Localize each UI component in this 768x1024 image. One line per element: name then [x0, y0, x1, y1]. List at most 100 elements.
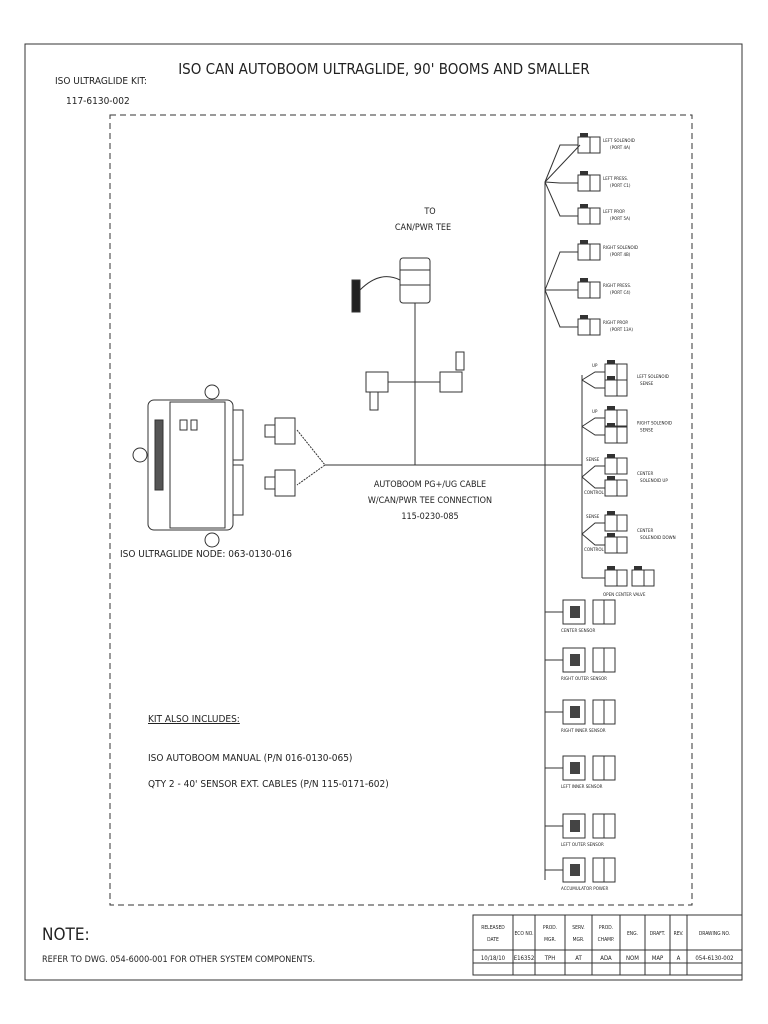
- valve-connector: [577, 204, 601, 225]
- sense-label: CENTER: [637, 528, 653, 534]
- title-block-header: PROD.: [543, 925, 557, 931]
- title-block-header: MGR.: [573, 937, 585, 943]
- title-block-header: ECO NO.: [514, 931, 533, 937]
- sensor-connector: [562, 857, 616, 883]
- sense-connector: [604, 454, 628, 475]
- sensor-label: RIGHT OUTER SENSOR: [561, 676, 607, 682]
- tee-label-2: CAN/PWR TEE: [395, 223, 451, 233]
- title-block-header: DRAWING NO.: [699, 931, 730, 937]
- wire: [544, 181, 578, 184]
- title-block-value: 054-6130-002: [695, 955, 733, 962]
- sense-label: SENSE: [640, 428, 654, 434]
- sensor-connector: [562, 813, 616, 839]
- kit-include-item: QTY 2 - 40' SENSOR EXT. CABLES (P/N 115-…: [148, 779, 389, 790]
- sense-tag: UP: [592, 409, 598, 415]
- title-block-header: DRAFT.: [650, 931, 666, 937]
- title-block-header: CHAMP.: [598, 937, 615, 943]
- valve-connector: [577, 133, 601, 154]
- sensor-label: ACCUMULATOR POWER: [561, 886, 608, 892]
- title-block-header: ENG.: [627, 931, 638, 937]
- control-tag: CONTROL: [584, 490, 605, 496]
- wire: [544, 251, 578, 291]
- ultraglide-node: [132, 384, 244, 548]
- valve-port: (PORT C1): [610, 183, 631, 189]
- wire: [544, 289, 578, 328]
- title-block-header: MGR.: [544, 937, 556, 943]
- title-block-header: SERV.: [572, 925, 585, 931]
- sense-connector: [604, 423, 628, 444]
- valve-label: RIGHT PRESS.: [603, 283, 631, 289]
- wire: [544, 181, 578, 217]
- kit-boundary: [109, 114, 693, 906]
- title-block-value: E16352: [514, 955, 535, 962]
- valve-connector: [577, 171, 601, 192]
- sense-label: SOLENOID DOWN: [640, 535, 676, 541]
- cable-label-3: 115-0230-085: [401, 512, 458, 522]
- title-block-header: RELEASED: [481, 925, 505, 931]
- inline-connector-pair: [365, 351, 465, 411]
- title-block-value: TPH: [544, 955, 556, 962]
- valve-port: (PORT 4B): [610, 252, 631, 258]
- sense-label: SOLENOID UP: [640, 478, 668, 484]
- control-tag: CONTROL: [584, 547, 605, 553]
- valve-port: (PORT 13A): [610, 327, 633, 333]
- wire: [581, 371, 605, 389]
- title-block-frame: [472, 914, 743, 976]
- sensor-connector: [562, 647, 616, 673]
- open-center-label: OPEN CENTER VALVE: [603, 592, 646, 598]
- sense-tag: SENSE: [586, 514, 600, 520]
- valve-label: LEFT SOLENOID: [603, 138, 635, 144]
- kit-label: ISO ULTRAGLIDE KIT:: [55, 76, 147, 87]
- wire: [581, 465, 605, 489]
- kit-includes-heading: KIT ALSO INCLUDES:: [148, 714, 240, 725]
- sense-connector: [604, 476, 628, 497]
- sheet-border: [24, 43, 743, 981]
- sense-label: SENSE: [640, 381, 654, 387]
- cable-label-2: W/CAN/PWR TEE CONNECTION: [368, 496, 492, 506]
- sensor-label: RIGHT INNER SENSOR: [561, 728, 606, 734]
- title-block-value: NOM: [626, 955, 639, 962]
- title-block-header: PROD.: [599, 925, 613, 931]
- note-text: REFER TO DWG. 054-6000-001 FOR OTHER SYS…: [42, 955, 315, 965]
- branches: LEFT SOLENOID(PORT 4A)LEFT PRESS.(PORT C…: [544, 133, 676, 892]
- valve-port: (PORT 5A): [610, 216, 631, 222]
- sensor-label: LEFT INNER SENSOR: [561, 784, 603, 790]
- sense-label: RIGHT SOLENOID: [637, 421, 672, 427]
- valve-label: LEFT PROP.: [603, 209, 625, 215]
- open-center-connector: [604, 566, 628, 587]
- wire: [544, 144, 581, 183]
- title-block-value: ADA: [600, 955, 612, 962]
- wire: [581, 417, 605, 436]
- valve-label: RIGHT PROP.: [603, 320, 628, 326]
- sense-label: CENTER: [637, 471, 653, 477]
- title-block-value: 10/18/10: [481, 955, 506, 962]
- sensor-connector: [562, 755, 616, 781]
- sensor-connector: [562, 599, 616, 625]
- sensor-label: CENTER SENSOR: [561, 628, 595, 634]
- valve-connector: [577, 240, 601, 261]
- valve-connector: [577, 278, 601, 299]
- wire: [581, 522, 605, 546]
- valve-port: (PORT C4): [610, 290, 631, 296]
- kit-number: 117-6130-002: [66, 96, 130, 107]
- title-block-header: REV.: [674, 931, 684, 937]
- title-block-header: DATE: [487, 937, 499, 943]
- sense-tag: SENSE: [586, 457, 600, 463]
- sense-label: LEFT SOLENOID: [637, 374, 669, 380]
- valve-label: LEFT PRESS.: [603, 176, 628, 182]
- node-connectors: [264, 417, 326, 497]
- kit-include-item: ISO AUTOBOOM MANUAL (P/N 016-0130-065): [148, 753, 352, 764]
- wire: [544, 144, 578, 183]
- sensor-label: LEFT OUTER SENSOR: [561, 842, 604, 848]
- open-center-connector: [631, 566, 655, 587]
- sense-connector: [604, 511, 628, 532]
- valve-connector: [577, 315, 601, 336]
- sense-connector: [604, 376, 628, 397]
- drawing-title: ISO CAN AUTOBOOM ULTRAGLIDE, 90' BOOMS A…: [178, 60, 590, 78]
- cable-label-1: AUTOBOOM PG+/UG CABLE: [374, 480, 486, 490]
- title-block-value: A: [677, 955, 681, 962]
- tee-label-1: TO: [423, 207, 435, 217]
- note-heading: NOTE:: [42, 925, 90, 945]
